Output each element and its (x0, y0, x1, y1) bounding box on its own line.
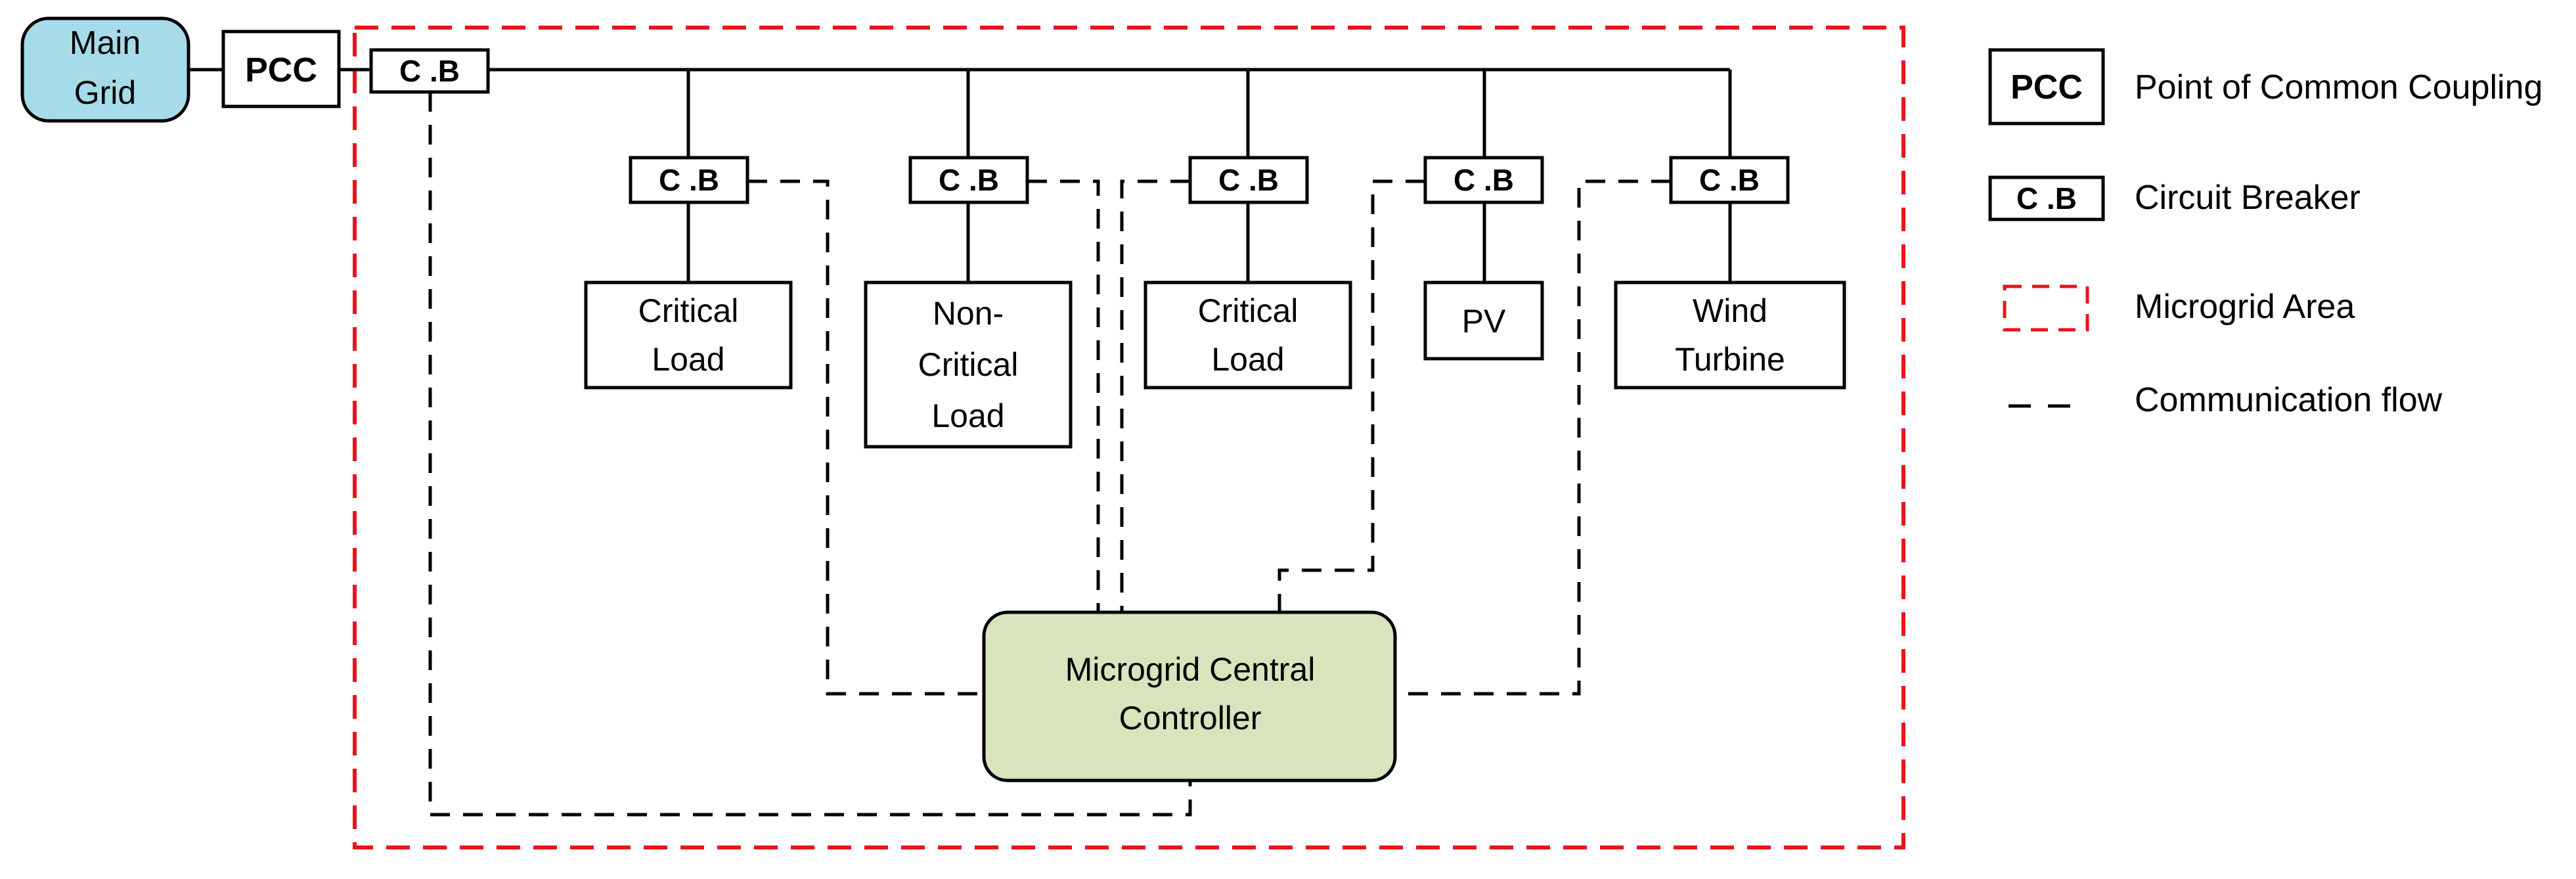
critical-load-box-2 (1144, 281, 1352, 390)
breaker-box-1 (629, 156, 749, 204)
main-grid-label-line2: Grid (74, 74, 136, 111)
critical-load-1-line2: Load (652, 341, 724, 378)
pcc-label: PCC (245, 51, 317, 89)
pv-box (1423, 281, 1544, 361)
breaker-label-3: C .B (1218, 163, 1279, 197)
breaker-box-2 (908, 156, 1029, 204)
wind-turbine-box (1614, 281, 1846, 390)
comm-line-branch-3 (1120, 179, 1190, 612)
non-critical-load-line3: Load (931, 397, 1004, 434)
comm-line-branch-1 (747, 179, 984, 696)
main-breaker-box (369, 48, 490, 94)
comm-line-branch-5 (1395, 179, 1671, 696)
legend-area-text: Microgrid Area (2135, 288, 2355, 326)
wind-turbine-line1: Wind (1693, 292, 1767, 329)
central-controller-box (982, 610, 1397, 782)
legend-comm-text: Communication flow (2135, 381, 2443, 419)
non-critical-load-line2: Critical (918, 346, 1019, 383)
legend-pcc-text: Point of Common Coupling (2135, 68, 2543, 106)
central-controller-line2: Controller (1119, 700, 1262, 736)
pv-label: PV (1462, 303, 1506, 340)
legend-cb-symbol: C .B (2016, 181, 2077, 215)
main-grid-box (20, 16, 190, 123)
comm-line-main-breaker (428, 92, 1192, 817)
legend-pcc-symbol-box (1988, 48, 2105, 125)
breaker-box-4 (1423, 156, 1544, 204)
wind-turbine-line2: Turbine (1675, 341, 1785, 378)
legend-cb-symbol-box (1988, 175, 2105, 221)
legend-area-symbol (2003, 284, 2089, 332)
comm-line-branch-2 (1027, 179, 1100, 612)
breaker-box-5 (1669, 156, 1790, 204)
breaker-box-3 (1188, 156, 1309, 204)
critical-load-1-line1: Critical (638, 292, 739, 329)
main-grid-label-line1: Main (70, 24, 141, 61)
comm-line-branch-4 (1277, 179, 1425, 612)
legend: PCC Point of Common Coupling C .B Circui… (1988, 48, 2543, 419)
critical-load-2-line2: Load (1211, 341, 1284, 378)
legend-cb-text: Circuit Breaker (2135, 179, 2361, 217)
critical-load-2-line1: Critical (1198, 292, 1299, 329)
main-breaker-label: C .B (399, 54, 460, 88)
microgrid-area-border (353, 26, 1905, 849)
non-critical-load-line1: Non- (933, 295, 1004, 332)
pcc-box (221, 30, 341, 108)
legend-pcc-symbol: PCC (2010, 68, 2083, 106)
critical-load-box-1 (584, 281, 793, 390)
breaker-label-2: C .B (939, 163, 999, 197)
breaker-label-4: C .B (1454, 163, 1514, 197)
central-controller-line1: Microgrid Central (1065, 651, 1316, 688)
breaker-label-1: C .B (659, 163, 719, 197)
non-critical-load-box (864, 281, 1073, 449)
breaker-label-5: C .B (1699, 163, 1760, 197)
